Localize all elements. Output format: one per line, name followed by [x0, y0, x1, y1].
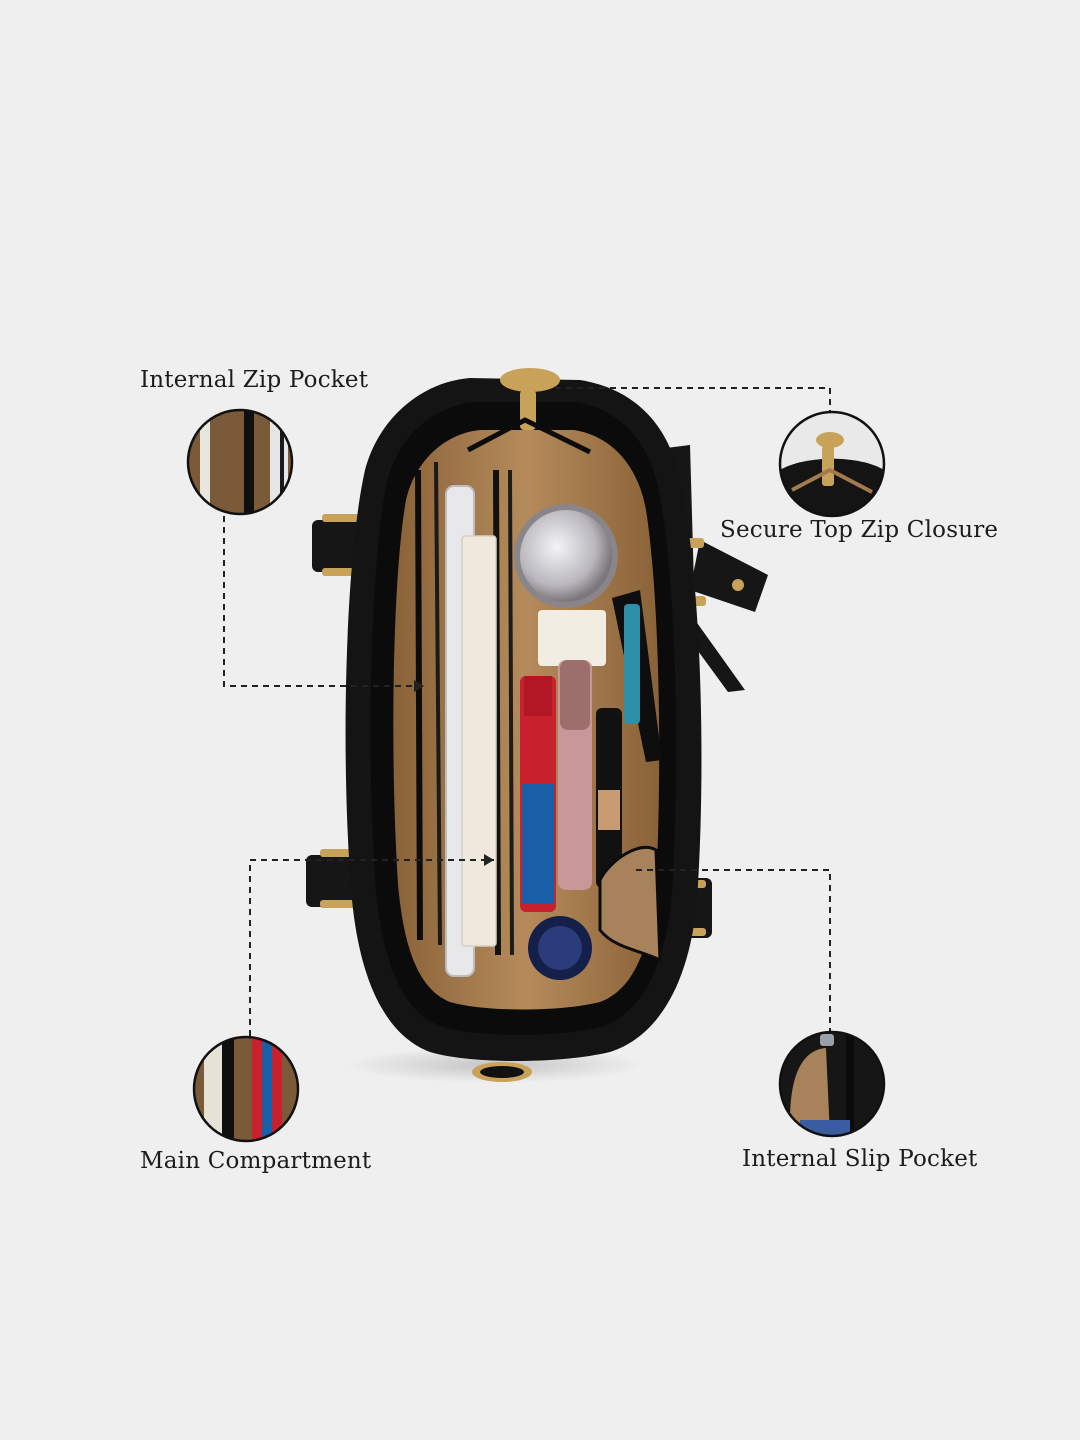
- zoom-circle-internal-slip-pocket: [778, 1030, 886, 1138]
- label-internal-slip-pocket: Internal Slip Pocket: [742, 1146, 978, 1172]
- label-secure-top-zip-closure: Secure Top Zip Closure: [720, 517, 999, 543]
- label-internal-zip-pocket: Internal Zip Pocket: [140, 367, 369, 393]
- arrowhead-icon: [414, 680, 424, 692]
- zoom-circle-main-compartment: [192, 1035, 300, 1143]
- notebook: [461, 535, 497, 947]
- compact-mirror: [514, 504, 618, 666]
- lipstick-mascara-group: [520, 660, 622, 912]
- label-main-compartment: Main Compartment: [140, 1148, 372, 1174]
- zoom-circle-internal-zip-pocket: [186, 408, 294, 516]
- left-strap-tabs: [306, 514, 362, 908]
- zoom-circle-secure-top-zip-closure: [778, 410, 886, 518]
- arrowhead-icon: [484, 854, 494, 866]
- leader-lines: [223, 387, 831, 1036]
- zip-pull-icon: [466, 368, 592, 455]
